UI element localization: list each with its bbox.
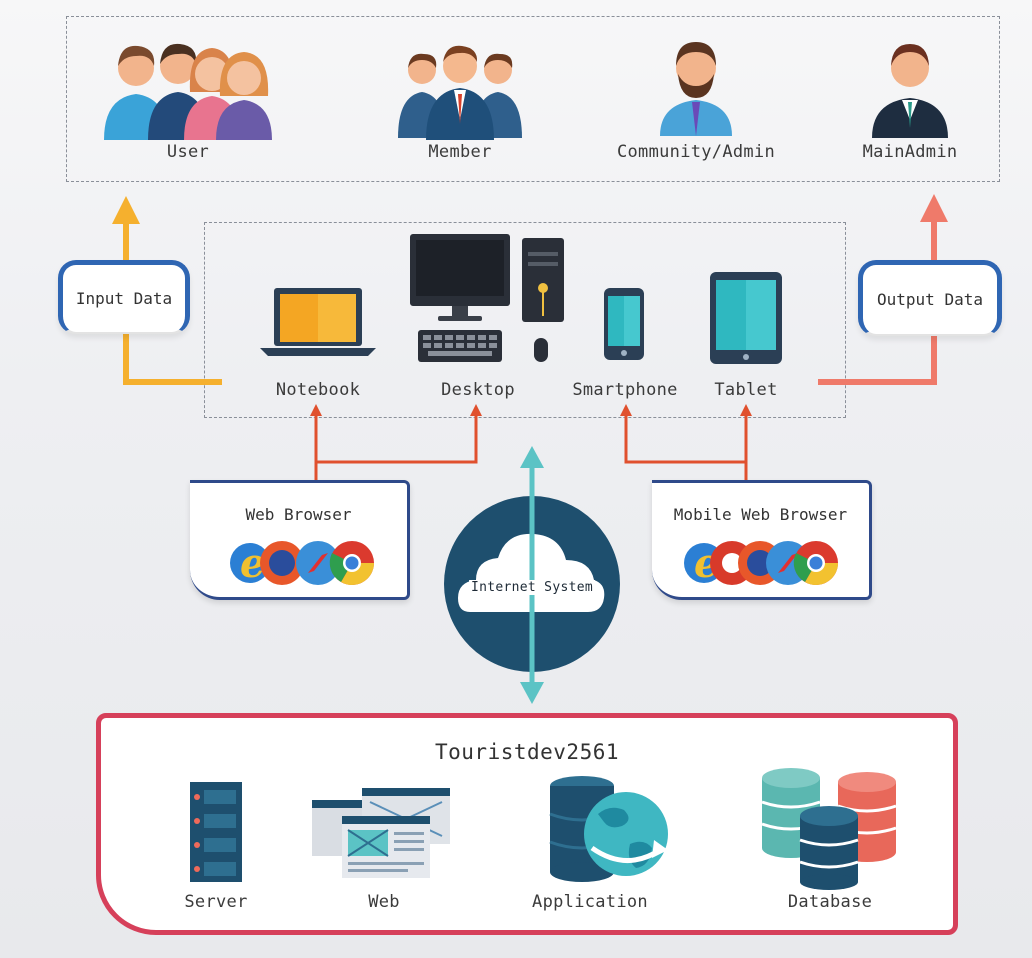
notebook-icon xyxy=(260,288,376,356)
backend-label-web: Web xyxy=(368,892,400,912)
application-globe-icon xyxy=(549,776,668,882)
device-label-smartphone: Smartphone xyxy=(572,380,678,400)
input-data-box: Input Data xyxy=(58,260,190,334)
browser-logos-icon: e xyxy=(230,540,374,587)
input-data-label: Input Data xyxy=(75,289,173,308)
backend-label-server: Server xyxy=(184,892,248,912)
device-label-notebook: Notebook xyxy=(275,380,361,400)
actor-label-user: User xyxy=(166,142,210,162)
community-admin-icon xyxy=(660,42,732,136)
actor-label-community-admin: Community/Admin xyxy=(616,142,776,162)
tablet-icon xyxy=(710,272,782,364)
backend-label-database: Database xyxy=(787,892,873,912)
backend-label-application: Application xyxy=(532,892,648,912)
backend-title: Touristdev2561 xyxy=(434,740,620,764)
user-group-icon xyxy=(104,43,272,140)
desktop-icon xyxy=(410,234,564,362)
internet-system-label: Internet System xyxy=(469,580,595,595)
device-label-tablet: Tablet xyxy=(714,380,778,400)
actor-label-main-admin: MainAdmin xyxy=(862,142,958,162)
mobile-web-browser-box: Mobile Web Browser e xyxy=(652,480,872,600)
output-data-label: Output Data xyxy=(877,290,983,309)
web-browser-box: Web Browser e xyxy=(190,480,410,600)
actors-group xyxy=(66,16,1000,182)
device-label-desktop: Desktop xyxy=(441,380,515,400)
mobile-web-browser-label: Mobile Web Browser xyxy=(673,505,848,524)
web-browser-label: Web Browser xyxy=(245,505,352,524)
database-icon xyxy=(761,768,897,890)
mobile-browser-logos-icon: e xyxy=(684,540,838,587)
devices-group xyxy=(204,222,846,418)
actor-label-member: Member xyxy=(428,142,492,162)
server-icon xyxy=(190,782,242,882)
main-admin-icon xyxy=(872,44,948,138)
output-data-box: Output Data xyxy=(858,260,1002,336)
member-group-icon xyxy=(398,45,522,140)
web-pages-icon xyxy=(312,788,450,878)
smartphone-icon xyxy=(604,288,644,360)
